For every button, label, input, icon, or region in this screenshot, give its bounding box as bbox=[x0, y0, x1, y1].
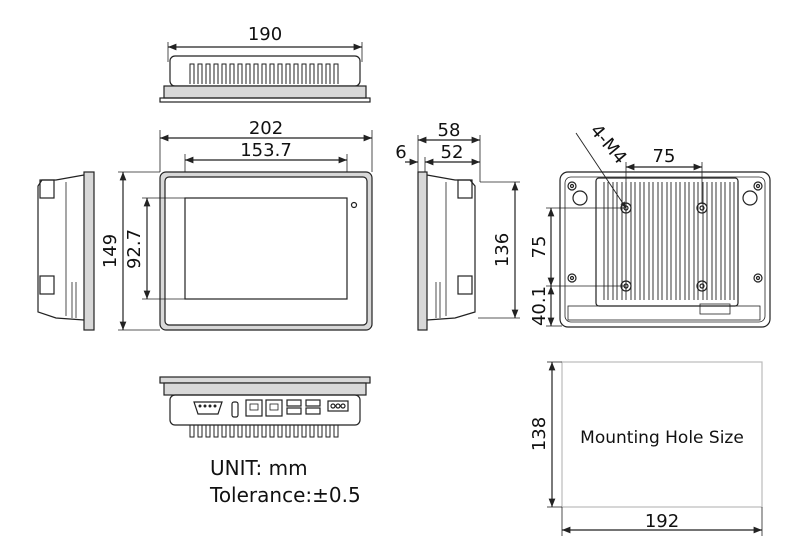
heatsink-fin bbox=[261, 425, 267, 438]
heatsink-fin bbox=[684, 182, 690, 300]
side-depth-total-label: 58 bbox=[438, 120, 461, 141]
heatsink-fin bbox=[666, 182, 672, 300]
heatsink-fin bbox=[213, 425, 219, 438]
heatsink-fin bbox=[648, 182, 654, 300]
heatsink-fin bbox=[603, 182, 609, 300]
heatsink-fin bbox=[317, 63, 323, 84]
screw-spec-label: 4-M4 bbox=[586, 121, 631, 169]
unit-note: UNIT: mm bbox=[210, 456, 308, 480]
heatsink-fin bbox=[261, 63, 267, 84]
heatsink-fin bbox=[309, 425, 315, 438]
left-side-view bbox=[37, 171, 95, 331]
top-view bbox=[159, 42, 371, 103]
heatsink-fin bbox=[729, 182, 735, 300]
heatsink-fin bbox=[693, 182, 699, 300]
bottom-view bbox=[159, 376, 371, 438]
usb-port-icon bbox=[286, 399, 302, 407]
heatsink-fin bbox=[325, 425, 331, 438]
heatsink-fin bbox=[197, 63, 203, 84]
side-body-label: 52 bbox=[441, 142, 464, 163]
heatsink-fin bbox=[277, 63, 283, 84]
heatsink-fin bbox=[269, 425, 275, 438]
front-height-label: 149 bbox=[100, 234, 121, 268]
serial-port-icon bbox=[193, 401, 223, 415]
usb-port-icon bbox=[286, 407, 302, 415]
heatsink-fin bbox=[675, 182, 681, 300]
usb-port-icon bbox=[305, 407, 321, 415]
heatsink-fin bbox=[317, 425, 323, 438]
heatsink-fin bbox=[229, 63, 235, 84]
heatsink-fin bbox=[245, 63, 251, 84]
heatsink-fin bbox=[205, 63, 211, 84]
heatsink-fin bbox=[301, 63, 307, 84]
rear-hole-spacing-y-label: 75 bbox=[529, 236, 550, 259]
heatsink-fin bbox=[253, 63, 259, 84]
heatsink-fin bbox=[237, 63, 243, 84]
heatsink-fin bbox=[612, 182, 618, 300]
cutout-label: Mounting Hole Size bbox=[580, 428, 744, 448]
heatsink-fin bbox=[325, 63, 331, 84]
side-bezel-label: 6 bbox=[395, 142, 406, 163]
front-width-label: 202 bbox=[249, 118, 283, 139]
heatsink-fin bbox=[253, 425, 259, 438]
rear-view bbox=[546, 132, 771, 328]
heatsink-fin bbox=[189, 425, 195, 438]
top-width-label: 190 bbox=[248, 24, 282, 45]
mounting-cutout bbox=[547, 361, 763, 536]
display-height-label: 92.7 bbox=[124, 229, 145, 269]
lan-port-icon bbox=[245, 399, 263, 417]
usb-port-icon bbox=[305, 399, 321, 407]
front-view bbox=[118, 130, 373, 331]
heatsink-fin bbox=[285, 63, 291, 84]
heatsink-fin bbox=[285, 425, 291, 438]
heatsink-fin bbox=[711, 182, 717, 300]
heatsink-fin bbox=[333, 425, 339, 438]
heatsink-fin bbox=[301, 425, 307, 438]
heatsink-fin bbox=[702, 182, 708, 300]
cutout-width-label: 192 bbox=[645, 511, 679, 532]
heatsink-fin bbox=[245, 425, 251, 438]
tolerance-note: Tolerance:±0.5 bbox=[209, 483, 361, 507]
heatsink-fin bbox=[293, 63, 299, 84]
rear-hole-spacing-x-label: 75 bbox=[653, 146, 676, 167]
heatsink-fin bbox=[639, 182, 645, 300]
heatsink-fin bbox=[221, 63, 227, 84]
heatsink-fin bbox=[277, 425, 283, 438]
heatsink-fin bbox=[269, 63, 275, 84]
heatsink-fin bbox=[197, 425, 203, 438]
cutout-height-label: 138 bbox=[529, 417, 550, 451]
heatsink-fin bbox=[213, 63, 219, 84]
side-height-label: 136 bbox=[492, 233, 513, 267]
display-width-label: 153.7 bbox=[240, 140, 292, 161]
heatsink-fin bbox=[293, 425, 299, 438]
heatsink-fin bbox=[189, 63, 195, 84]
heatsink-fin bbox=[720, 182, 726, 300]
lan-port-icon bbox=[265, 399, 283, 417]
heatsink-fin bbox=[237, 425, 243, 438]
heatsink-fin bbox=[309, 63, 315, 84]
heatsink-fin bbox=[657, 182, 663, 300]
heatsink-fin bbox=[205, 425, 211, 438]
heatsink-fin bbox=[333, 63, 339, 84]
heatsink-fin bbox=[630, 182, 636, 300]
right-side-view bbox=[405, 135, 520, 331]
power-connector-icon bbox=[327, 400, 349, 412]
card-slot-icon bbox=[231, 401, 239, 418]
heatsink-fin bbox=[229, 425, 235, 438]
rear-hole-offset-label: 40.1 bbox=[529, 286, 550, 326]
note-block: UNIT: mm Tolerance:±0.5 bbox=[209, 456, 361, 507]
heatsink-fin bbox=[221, 425, 227, 438]
